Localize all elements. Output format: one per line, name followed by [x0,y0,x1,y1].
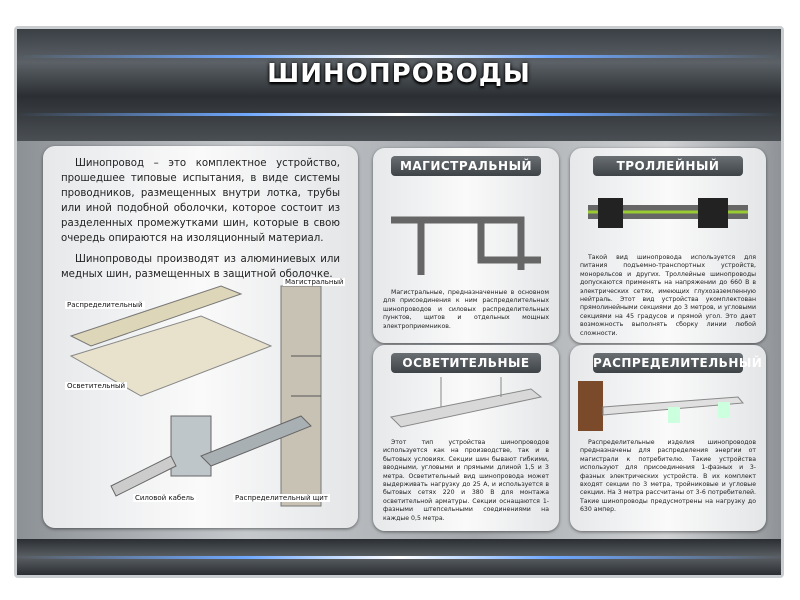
panel-distribution: РАСПРЕДЕЛИТЕЛЬНЫЙ Распределительные изде… [570,345,766,531]
poster-frame: ШИНОПРОВОДЫ Шинопровод – это комплектное… [14,26,784,578]
header-stripe [17,113,781,116]
label-switchboard: Распределительный щит [233,494,330,502]
panel-title: ТРОЛЛЕЙНЫЙ [593,156,743,176]
intro-paragraph: Шинопроводы производят из алюминиевых ил… [61,254,340,280]
label-distribution: Распределительный [65,301,145,309]
panel-trolley: ТРОЛЛЕЙНЫЙ Такой вид шинопровода использ… [570,148,766,343]
label-main: Магистральный [283,278,346,286]
intro-card: Шинопровод – это комплектное устройство,… [43,146,358,528]
panel-text: Магистральные, предназначенные в основно… [383,289,549,330]
busway-illustration [69,285,322,507]
poster-title: ШИНОПРОВОДЫ [267,59,531,89]
header-band: ШИНОПРОВОДЫ [17,29,781,141]
panel-title: МАГИСТРАЛЬНЫЙ [391,156,541,176]
panel-title: ОСВЕТИТЕЛЬНЫЕ [391,353,541,373]
lighting-busway-image [389,377,543,428]
footer-stripe [17,556,781,559]
trolley-busway-image [588,198,748,228]
intro-paragraph: Шинопровод – это комплектное устройство,… [61,158,340,244]
panel-text: Этот тип устройства шинопроводов использ… [383,439,549,522]
distribution-busway-image [578,381,744,431]
footer-band [17,539,781,575]
label-lighting: Осветительный [65,382,128,390]
panel-title: РАСПРЕДЕЛИТЕЛЬНЫЙ [593,353,762,373]
main-busway-diagram [391,216,541,275]
panel-lighting: ОСВЕТИТЕЛЬНЫЕ Этот тип устройства шинопр… [373,345,559,531]
header-stripe [17,55,781,58]
panel-main: МАГИСТРАЛЬНЫЙ Магистральные, предназначе… [373,148,559,343]
panel-text: Распределительные изделия шинопроводов п… [580,439,756,514]
label-power-cable: Силовой кабель [133,494,197,502]
panel-text: Такой вид шинопровода используется для п… [580,254,756,337]
